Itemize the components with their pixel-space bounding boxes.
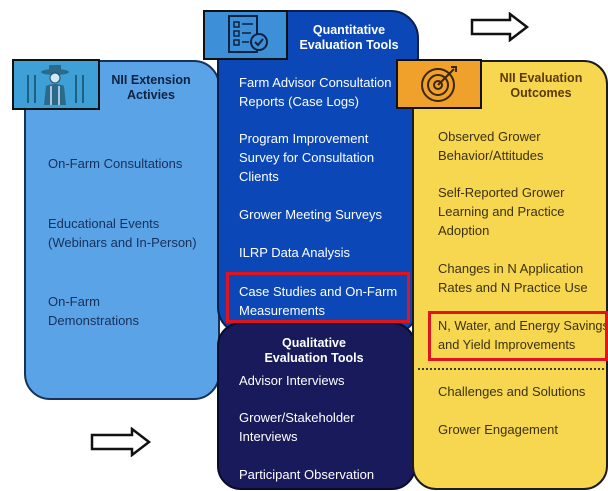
qualitative-item-stakeholder-interviews: Grower/Stakeholder Interviews	[239, 410, 355, 444]
outcome-item-n-application: Changes in N Application Rates and N Pra…	[438, 261, 588, 295]
extension-item-demonstrations: On-Farm Demonstrations	[48, 294, 140, 328]
quantitative-item-improvement-survey: Program Improvement Survey for Consultat…	[239, 131, 375, 184]
qualitative-title: Qualitative Evaluation Tools	[249, 336, 379, 366]
right-arrow-icon	[90, 426, 152, 462]
quantitative-item-consultation-reports: Farm Advisor Consultation Reports (Case …	[239, 75, 392, 109]
extension-item-educational-events: Educational Events (Webinars and In-Pers…	[48, 216, 197, 250]
quantitative-item-ilrp-analysis: ILRP Data Analysis	[239, 245, 351, 260]
qualitative-item-advisor-interviews: Advisor Interviews	[239, 373, 345, 388]
case-studies-highlight	[226, 272, 410, 323]
qualitative-title-line2: Evaluation Tools	[264, 351, 364, 365]
quantitative-item-grower-surveys: Grower Meeting Surveys	[239, 207, 383, 222]
extension-title-line1: NII Extension	[111, 73, 191, 87]
outcomes-title-line2: Outcomes	[510, 86, 572, 100]
qualitative-title-line1: Qualitative	[282, 336, 346, 350]
outcome-item-engagement: Grower Engagement	[438, 422, 558, 437]
outcome-item-challenges: Challenges and Solutions	[438, 384, 586, 399]
extension-activities-panel: NII Extension Activies On-Farm Consultat…	[24, 60, 220, 400]
quantitative-title-line1: Quantitative	[312, 23, 386, 37]
extension-item-consultations: On-Farm Consultations	[48, 156, 183, 171]
outcome-item-learning: Self-Reported Grower Learning and Practi…	[438, 185, 565, 238]
farmer-icon	[12, 59, 100, 110]
outcome-item-behavior: Observed Grower Behavior/Attitudes	[438, 129, 544, 163]
qualitative-tools-panel: Qualitative Evaluation Tools Advisor Int…	[217, 322, 416, 490]
savings-highlight	[428, 311, 608, 361]
right-arrow-icon	[470, 11, 530, 47]
qualitative-item-participant-observation: Participant Observation	[239, 467, 375, 482]
outcome-item-savings: N, Water, and Energy Savings and Yield I…	[438, 318, 608, 352]
extension-title-line2: Activies	[127, 88, 175, 102]
quantitative-item-case-studies: Case Studies and On-Farm Measurements	[239, 284, 398, 318]
outcomes-title: NII Evaluation Outcomes	[486, 71, 596, 101]
quantitative-title-line2: Evaluation Tools	[299, 38, 399, 52]
evaluation-outcomes-panel: NII Evaluation Outcomes Observed Grower …	[412, 60, 608, 490]
extension-title: NII Extension Activies	[96, 73, 206, 103]
outcomes-divider	[418, 368, 604, 370]
outcomes-title-line1: NII Evaluation	[499, 71, 583, 85]
checklist-icon	[203, 10, 288, 60]
target-icon	[396, 59, 482, 109]
quantitative-title: Quantitative Evaluation Tools	[289, 23, 409, 53]
